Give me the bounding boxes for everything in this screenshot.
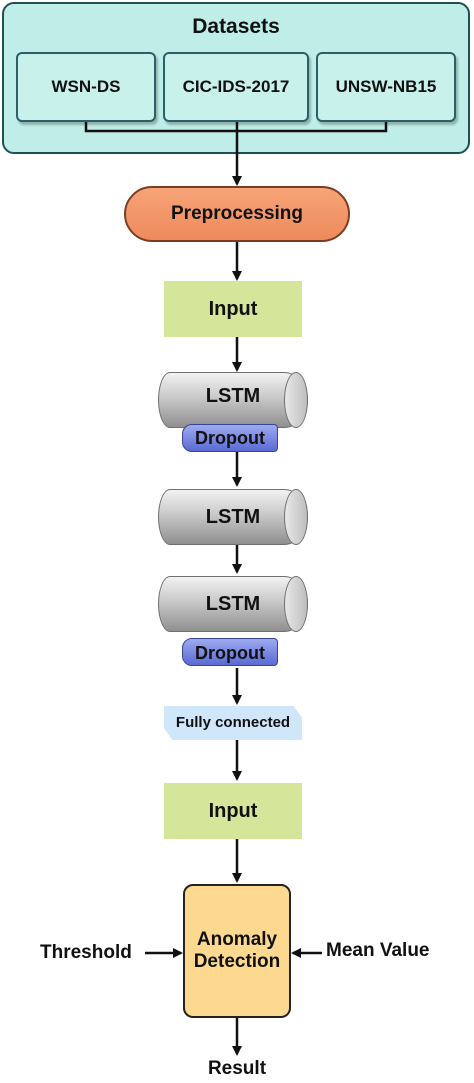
input-node-1 xyxy=(164,281,302,337)
fully-connected-node xyxy=(164,706,302,740)
dataset-cic-ids-2017 xyxy=(163,52,309,122)
dataset-merge-line xyxy=(84,122,388,133)
dataset-unsw-nb15-label: UNSW-NB15 xyxy=(335,77,437,97)
input-label-2: Input xyxy=(208,799,258,822)
dropout-label-2: Dropout xyxy=(195,642,265,663)
mean-value-label: Mean Value xyxy=(326,940,430,962)
lstm-label-3: LSTM xyxy=(205,592,261,615)
dataset-wsn-ds xyxy=(16,52,156,122)
dataset-wsn-ds-label: WSN-DS xyxy=(51,77,121,97)
input-label-1: Input xyxy=(208,297,258,320)
anomaly-detection-node xyxy=(183,884,291,1018)
lstm-label-2: LSTM xyxy=(205,505,261,528)
threshold-label: Threshold xyxy=(40,942,132,964)
preprocessing-node xyxy=(124,186,350,242)
anomaly-detection-line-2: Detection xyxy=(193,951,281,972)
lstm-label-1: LSTM xyxy=(205,384,261,407)
input-node-2 xyxy=(164,783,302,839)
anomaly-detection-line-1: Anomaly xyxy=(196,929,278,951)
fully-connected-label: Fully connected xyxy=(175,714,291,732)
datasets-title: Datasets xyxy=(192,14,280,38)
anomaly-detection-label: Anomaly Detection xyxy=(183,884,291,1018)
dataset-unsw-nb15 xyxy=(316,52,456,122)
dropout-label-1: Dropout xyxy=(195,427,265,448)
dropout-node-2 xyxy=(182,638,278,666)
lstm-node-3 xyxy=(158,576,308,632)
dataset-cic-ids-2017-label: CIC-IDS-2017 xyxy=(182,77,290,97)
dropout-node-1 xyxy=(182,424,278,452)
preprocessing-label: Preprocessing xyxy=(171,203,303,225)
lstm-node-2 xyxy=(158,489,308,545)
result-label: Result xyxy=(207,1058,267,1080)
lstm-node-1 xyxy=(158,372,308,428)
